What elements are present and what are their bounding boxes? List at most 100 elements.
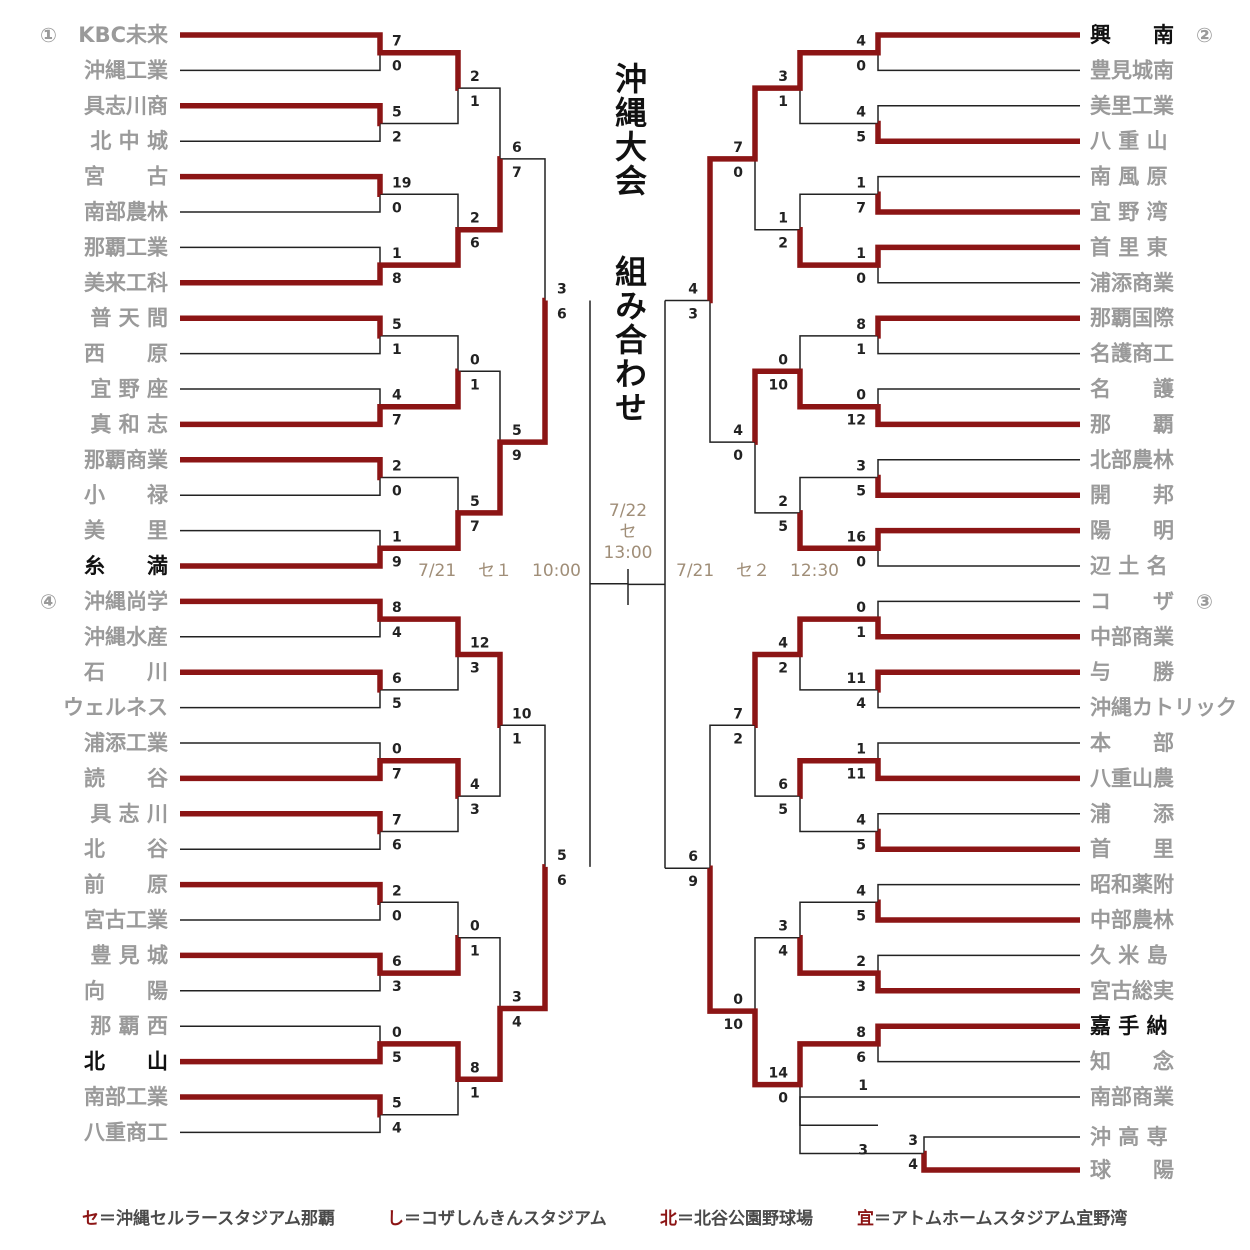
bracket-line <box>380 193 459 230</box>
legend-key-4: 宜 <box>857 1208 874 1229</box>
winner-path <box>797 616 878 658</box>
team-name: 糸 満 <box>84 554 168 578</box>
match-score: 10 <box>769 377 789 393</box>
team-name: 名 護 <box>1090 377 1175 401</box>
bracket-line <box>180 52 381 72</box>
match-score: 1 <box>778 94 788 110</box>
match-score: 7 <box>733 706 743 722</box>
team-name: 宮 古 <box>84 165 168 189</box>
match-score: 2 <box>856 954 866 970</box>
legend-text-4: ＝アトムホームスタジアム宜野湾 <box>874 1208 1127 1229</box>
bracket-line <box>180 619 381 638</box>
bracket-line <box>180 902 381 921</box>
match-score: 7 <box>392 767 402 783</box>
bracket-line <box>877 548 1080 567</box>
team-name: 沖 高 専 <box>1090 1125 1168 1149</box>
match-score: 19 <box>392 175 411 191</box>
team-name: 具志川商 <box>84 94 168 118</box>
team-name: コ ザ <box>1090 589 1174 613</box>
match-score: 0 <box>470 352 480 368</box>
final-venue: セ <box>620 522 637 542</box>
match-score: 8 <box>470 1060 480 1076</box>
match-score: 0 <box>778 352 788 368</box>
match-score: 4 <box>856 34 866 50</box>
winner-path <box>500 864 548 1012</box>
winner-path <box>180 262 383 286</box>
match-score: 7 <box>392 413 402 429</box>
match-score: 4 <box>733 423 743 439</box>
match-score: 0 <box>392 908 402 924</box>
match-score: 0 <box>733 448 743 464</box>
winner-path <box>180 1041 383 1065</box>
bracket-line <box>380 1079 459 1116</box>
winner-path <box>458 156 503 233</box>
team-name: 与 勝 <box>1090 660 1175 684</box>
bracket-line <box>180 973 381 992</box>
team-name: 北部農林 <box>1090 448 1174 472</box>
match-score: 5 <box>512 423 522 439</box>
match-score: 5 <box>392 1050 402 1066</box>
bracket-line <box>877 883 1080 903</box>
match-score: 0 <box>733 992 743 1008</box>
bracket-line <box>877 105 1080 124</box>
match-score: 8 <box>392 600 402 616</box>
winner-path <box>797 368 878 410</box>
team-name: 那 覇 西 <box>90 1014 168 1038</box>
match-score: 5 <box>557 848 567 864</box>
bracket-line <box>877 813 1080 832</box>
bracket-line <box>500 724 546 867</box>
match-score: 0 <box>856 554 866 570</box>
match-score: 5 <box>856 130 866 146</box>
match-score: 6 <box>470 236 480 252</box>
match-score: 7 <box>733 140 743 156</box>
winner-path <box>707 156 755 304</box>
match-score: 0 <box>392 200 402 216</box>
match-score: 4 <box>856 696 866 712</box>
team-name: 那覇商業 <box>84 448 169 472</box>
team-name: 宜 野 座 <box>90 377 168 401</box>
team-name: 那覇工業 <box>84 235 169 259</box>
legend-item-1: セ＝沖縄セルラースタジアム那覇 <box>82 1208 335 1229</box>
bracket-line <box>877 175 1080 195</box>
bracket-line <box>877 689 1080 709</box>
match-score: 1 <box>470 944 480 960</box>
bracket-line <box>180 1114 381 1134</box>
match-score: 1 <box>856 175 866 191</box>
legend-item-2: し＝コザしんきんスタジアム <box>387 1209 607 1229</box>
bracket-line <box>380 88 459 125</box>
bracket-line <box>180 477 381 496</box>
team-name: 宮古工業 <box>84 908 169 932</box>
match-score: 2 <box>470 211 480 227</box>
winner-path <box>380 49 461 91</box>
team-name: 南部工業 <box>84 1085 169 1109</box>
match-score: 14 <box>769 1066 789 1082</box>
winner-path <box>875 32 1080 56</box>
bracket-line <box>458 936 501 1009</box>
team-name: 南部商業 <box>1090 1085 1175 1109</box>
bracket-line <box>877 1043 1080 1063</box>
schedule-left-venue: セ１ <box>478 561 512 581</box>
bracket-line <box>180 1025 381 1044</box>
legend-text-1: ＝沖縄セルラースタジアム那覇 <box>99 1208 335 1229</box>
match-score: 3 <box>858 1143 868 1159</box>
match-score: 12 <box>470 636 489 652</box>
match-score: 1 <box>856 246 866 262</box>
bracket-line <box>180 529 381 549</box>
team-name: 西 原 <box>84 342 168 366</box>
bracket-line <box>923 1136 1080 1154</box>
bracket-line <box>754 442 800 514</box>
winner-path <box>500 297 548 445</box>
winner-path <box>797 510 878 552</box>
match-score: 0 <box>392 1025 402 1041</box>
team-name: 昭和薬附 <box>1090 873 1174 897</box>
match-score: 4 <box>392 625 402 641</box>
title-part1: 沖縄大会 <box>610 62 648 198</box>
match-score: 5 <box>392 696 402 712</box>
match-score: 1 <box>392 342 402 358</box>
legend-key-3: 北 <box>660 1209 677 1229</box>
team-name: 八 重 山 <box>1090 129 1168 153</box>
seed-badge: ④ <box>40 589 57 613</box>
match-score: 9 <box>392 554 402 570</box>
bracket-line <box>380 901 459 938</box>
winner-path <box>180 457 383 481</box>
